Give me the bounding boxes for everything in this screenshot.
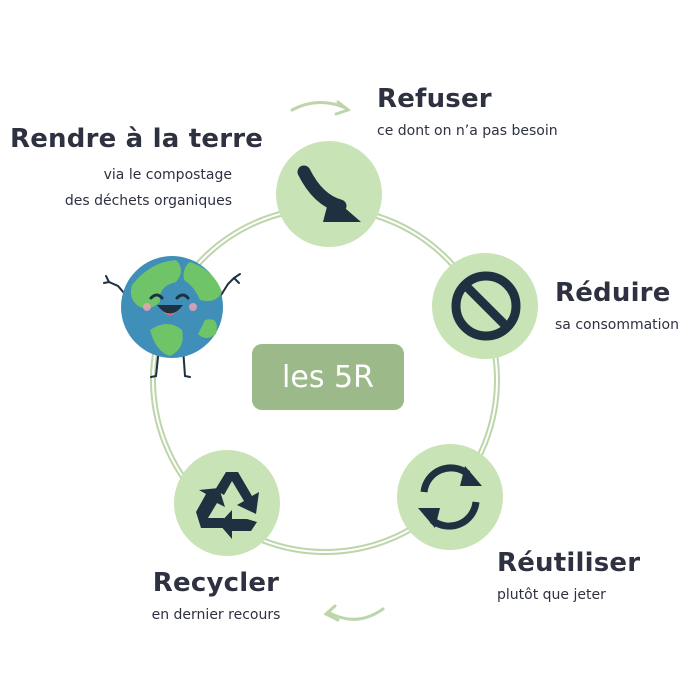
refresh-arrowhead-bottom — [418, 508, 440, 528]
reduire-subtitle: sa consommation — [555, 317, 679, 333]
reutiliser-subtitle: plutôt que jeter — [497, 587, 606, 603]
reutiliser-title: Réutiliser — [497, 548, 641, 578]
recycler-subtitle: en dernier recours — [151, 607, 281, 623]
refuser-title: Refuser — [377, 84, 492, 114]
prohibited-icon — [451, 271, 521, 341]
reduire-title: Réduire — [555, 278, 671, 308]
down-right-arrow-icon — [297, 165, 361, 222]
refresh-cycle-icon — [420, 464, 480, 530]
recycler-node — [174, 450, 280, 556]
center-label: les 5R — [252, 344, 404, 410]
refuser-subtitle: ce dont on n’a pas besoin — [377, 123, 558, 139]
flow-arrow-bottom-icon — [323, 604, 385, 622]
recycle-icon — [196, 472, 259, 539]
recycler-title: Recycler — [152, 568, 280, 598]
refresh-arrowhead-top — [460, 466, 482, 486]
refuser-label-group: Refuser ce dont on n’a pas besoin — [377, 86, 558, 142]
flow-arrow-top-icon — [290, 100, 352, 116]
rendre-subtitle-line-2: des déchets organiques — [64, 193, 232, 210]
rendre-title: Rendre à la terre — [10, 124, 264, 154]
reutiliser-label-group: Réutiliser plutôt que jeter — [497, 550, 640, 606]
reduire-label-group: Réduire sa consommation — [555, 280, 679, 336]
reutiliser-node — [397, 444, 503, 550]
happy-earth-icon — [103, 256, 241, 378]
rendre-label-group: Rendre à la terre via le compostage des … — [10, 124, 264, 213]
recycler-label-group: Recycler en dernier recours — [116, 570, 316, 626]
reduire-node — [432, 253, 538, 359]
refuser-node — [276, 141, 382, 247]
rendre-subtitle-line-1: via le compostage — [103, 167, 232, 183]
